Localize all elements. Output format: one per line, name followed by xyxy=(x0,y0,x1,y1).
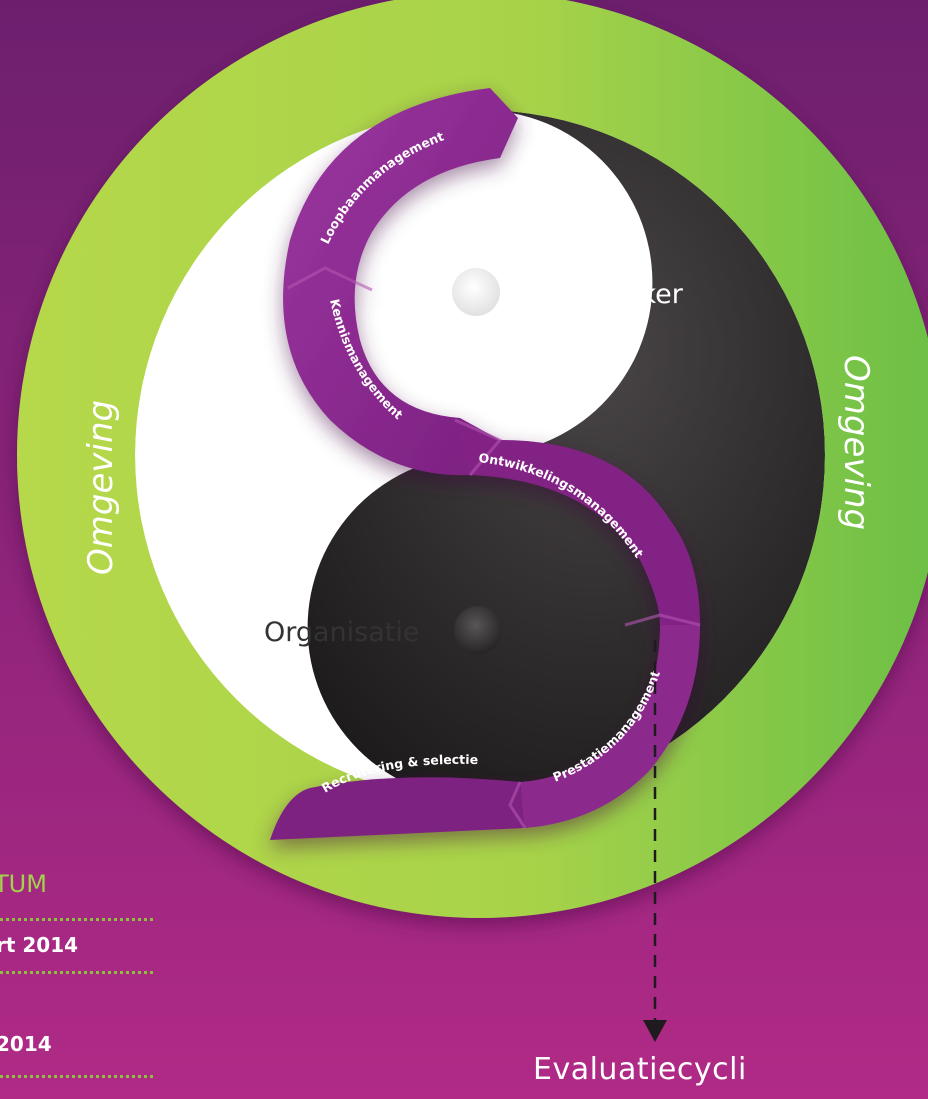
organisatie-dot xyxy=(454,606,502,654)
side-panel-row-1: rt 2014 xyxy=(0,933,79,957)
omgeving-label-right: Omgeving xyxy=(836,355,876,530)
ribbon xyxy=(270,88,701,840)
divider xyxy=(0,918,153,921)
side-panel-row-2: 2014 xyxy=(0,1032,52,1056)
omgeving-label-left: Omgeving xyxy=(81,400,121,575)
medewerker-label: Medewerker xyxy=(517,279,684,310)
organisatie-label: Organisatie xyxy=(264,617,420,648)
divider xyxy=(0,1075,153,1078)
divider xyxy=(0,971,153,974)
evaluation-label: Evaluatiecycli xyxy=(533,1052,747,1087)
side-panel-heading: TUM xyxy=(0,870,47,898)
medewerker-dot xyxy=(452,268,500,316)
evaluation-arrow-head xyxy=(643,1020,667,1042)
